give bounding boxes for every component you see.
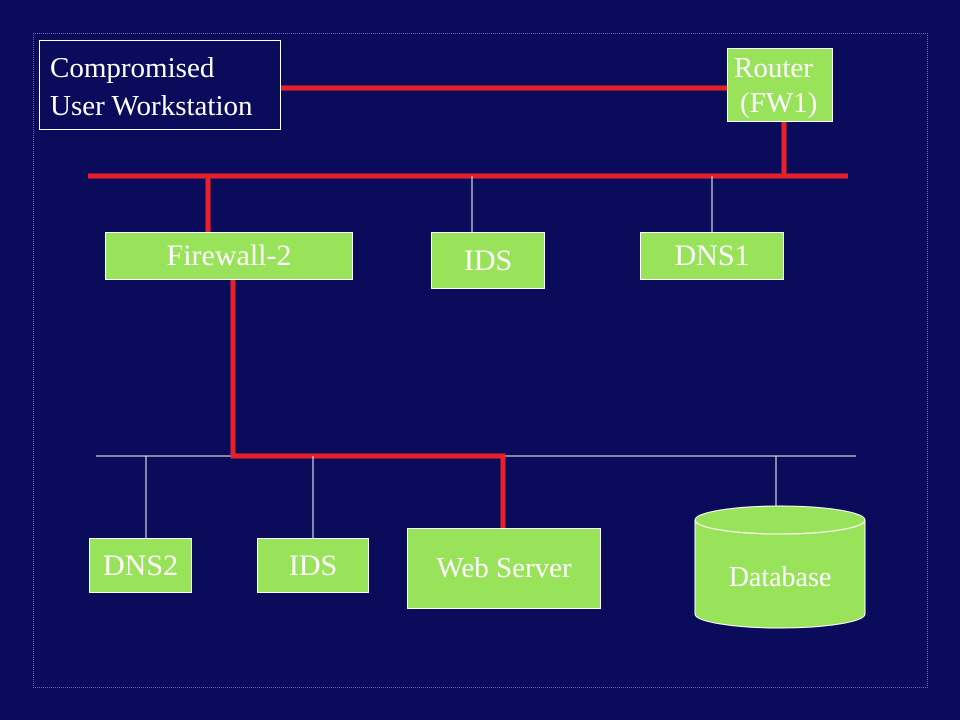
ids-lower-label: IDS [288,548,338,582]
database-cylinder[interactable] [694,505,866,629]
dns1-node[interactable]: DNS1 [640,232,784,280]
router-label-line1: Router [734,52,813,84]
ids-upper-label: IDS [463,243,513,277]
ids-upper-node[interactable]: IDS [431,232,545,289]
dns2-label: DNS2 [102,548,178,582]
web-server-node[interactable]: Web Server [407,528,601,609]
slide-frame [33,33,928,688]
web-server-label: Web Server [436,552,572,584]
router-fw1[interactable]: Router (FW1) [727,48,833,122]
router-label-line2: (FW1) [740,87,818,119]
firewall-2-node[interactable]: Firewall-2 [105,232,353,280]
ids-lower-node[interactable]: IDS [257,538,369,593]
workstation-label-line2: User Workstation [50,90,253,122]
compromised-workstation[interactable]: Compromised User Workstation [39,40,281,130]
database-label: Database [728,562,832,593]
dns1-label: DNS1 [674,239,750,272]
workstation-label-line1: Compromised [50,52,215,84]
dns2-node[interactable]: DNS2 [89,538,192,593]
firewall-2-label: Firewall-2 [166,239,292,272]
